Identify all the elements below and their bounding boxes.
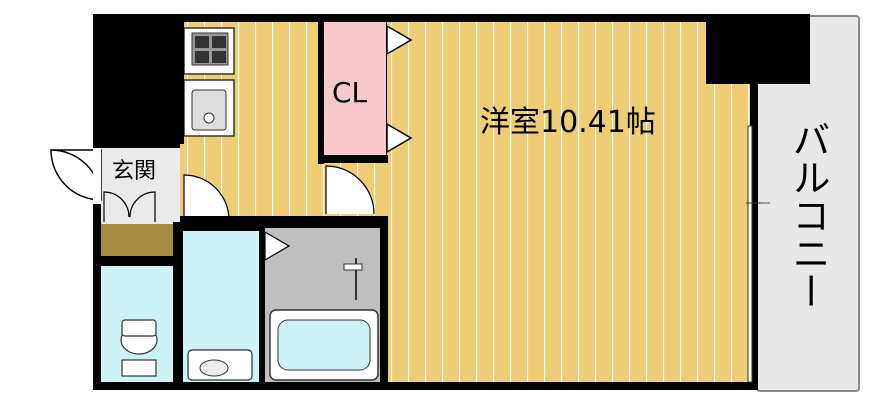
door-arc-main	[325, 165, 375, 215]
gas-stove-icon	[183, 27, 235, 75]
closet-label: CL	[332, 76, 368, 109]
column-top-right	[706, 14, 758, 84]
door-arc-washroom	[183, 174, 230, 221]
bathtub-icon	[269, 309, 379, 381]
toilet-icon	[120, 319, 158, 377]
toilet-room	[101, 266, 173, 382]
column-top-right-ext	[750, 14, 810, 84]
interior-walls	[101, 14, 388, 382]
western-room-label: 洋室10.41帖	[480, 105, 656, 140]
western-room-floor	[387, 22, 750, 382]
shower-icon	[343, 258, 363, 300]
entrance-label: 玄関	[112, 159, 156, 184]
window-balcony	[746, 125, 762, 383]
washroom	[183, 225, 259, 382]
bathroom	[264, 228, 380, 382]
entrance	[50, 148, 180, 256]
kitchen-sink-icon	[183, 79, 235, 137]
balcony-label: バルコニー	[786, 120, 830, 310]
closet	[318, 14, 413, 164]
wash-basin-icon	[187, 349, 253, 381]
